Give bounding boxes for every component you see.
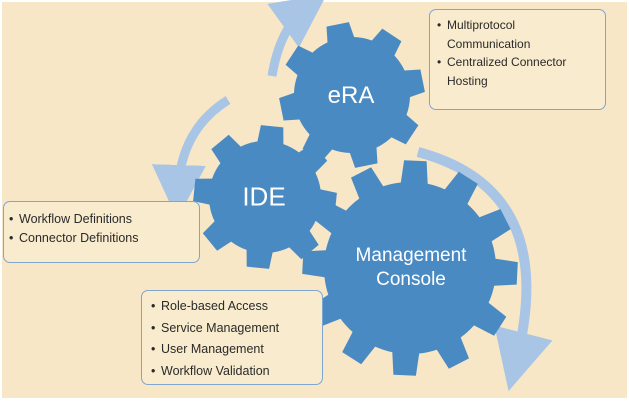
mc-feature: User Management	[150, 339, 314, 361]
gear-ide	[193, 125, 337, 269]
mc-features-box: Role-based Access Service Management Use…	[141, 290, 323, 385]
mc-feature: Workflow Validation	[150, 361, 314, 383]
cycle-arrow-ide-to-era	[267, 0, 327, 77]
gear-management-console	[302, 160, 518, 376]
ide-feature: Connector Definitions	[8, 229, 195, 248]
era-features-box: Multiprotocol Communication Centralized …	[429, 9, 606, 110]
mc-feature: Role-based Access	[150, 296, 314, 318]
mc-feature: Service Management	[150, 318, 314, 340]
era-feature: Centralized Connector Hosting	[436, 53, 599, 90]
gear-era	[279, 22, 425, 168]
gear-label-line: Management	[355, 245, 467, 266]
gear-label-management-console: Management Console	[356, 244, 467, 292]
cycle-arrow-to-mc	[416, 147, 553, 392]
cycle-arrow-era-to-ide	[151, 96, 231, 219]
gear-label-line: Console	[376, 269, 446, 290]
gear-label-ide: IDE	[242, 181, 286, 212]
ide-feature: Workflow Definitions	[8, 210, 195, 229]
gear-label-era: eRA	[327, 82, 375, 109]
era-feature: Multiprotocol Communication	[436, 16, 599, 53]
ide-features-box: Workflow Definitions Connector Definitio…	[3, 201, 200, 263]
